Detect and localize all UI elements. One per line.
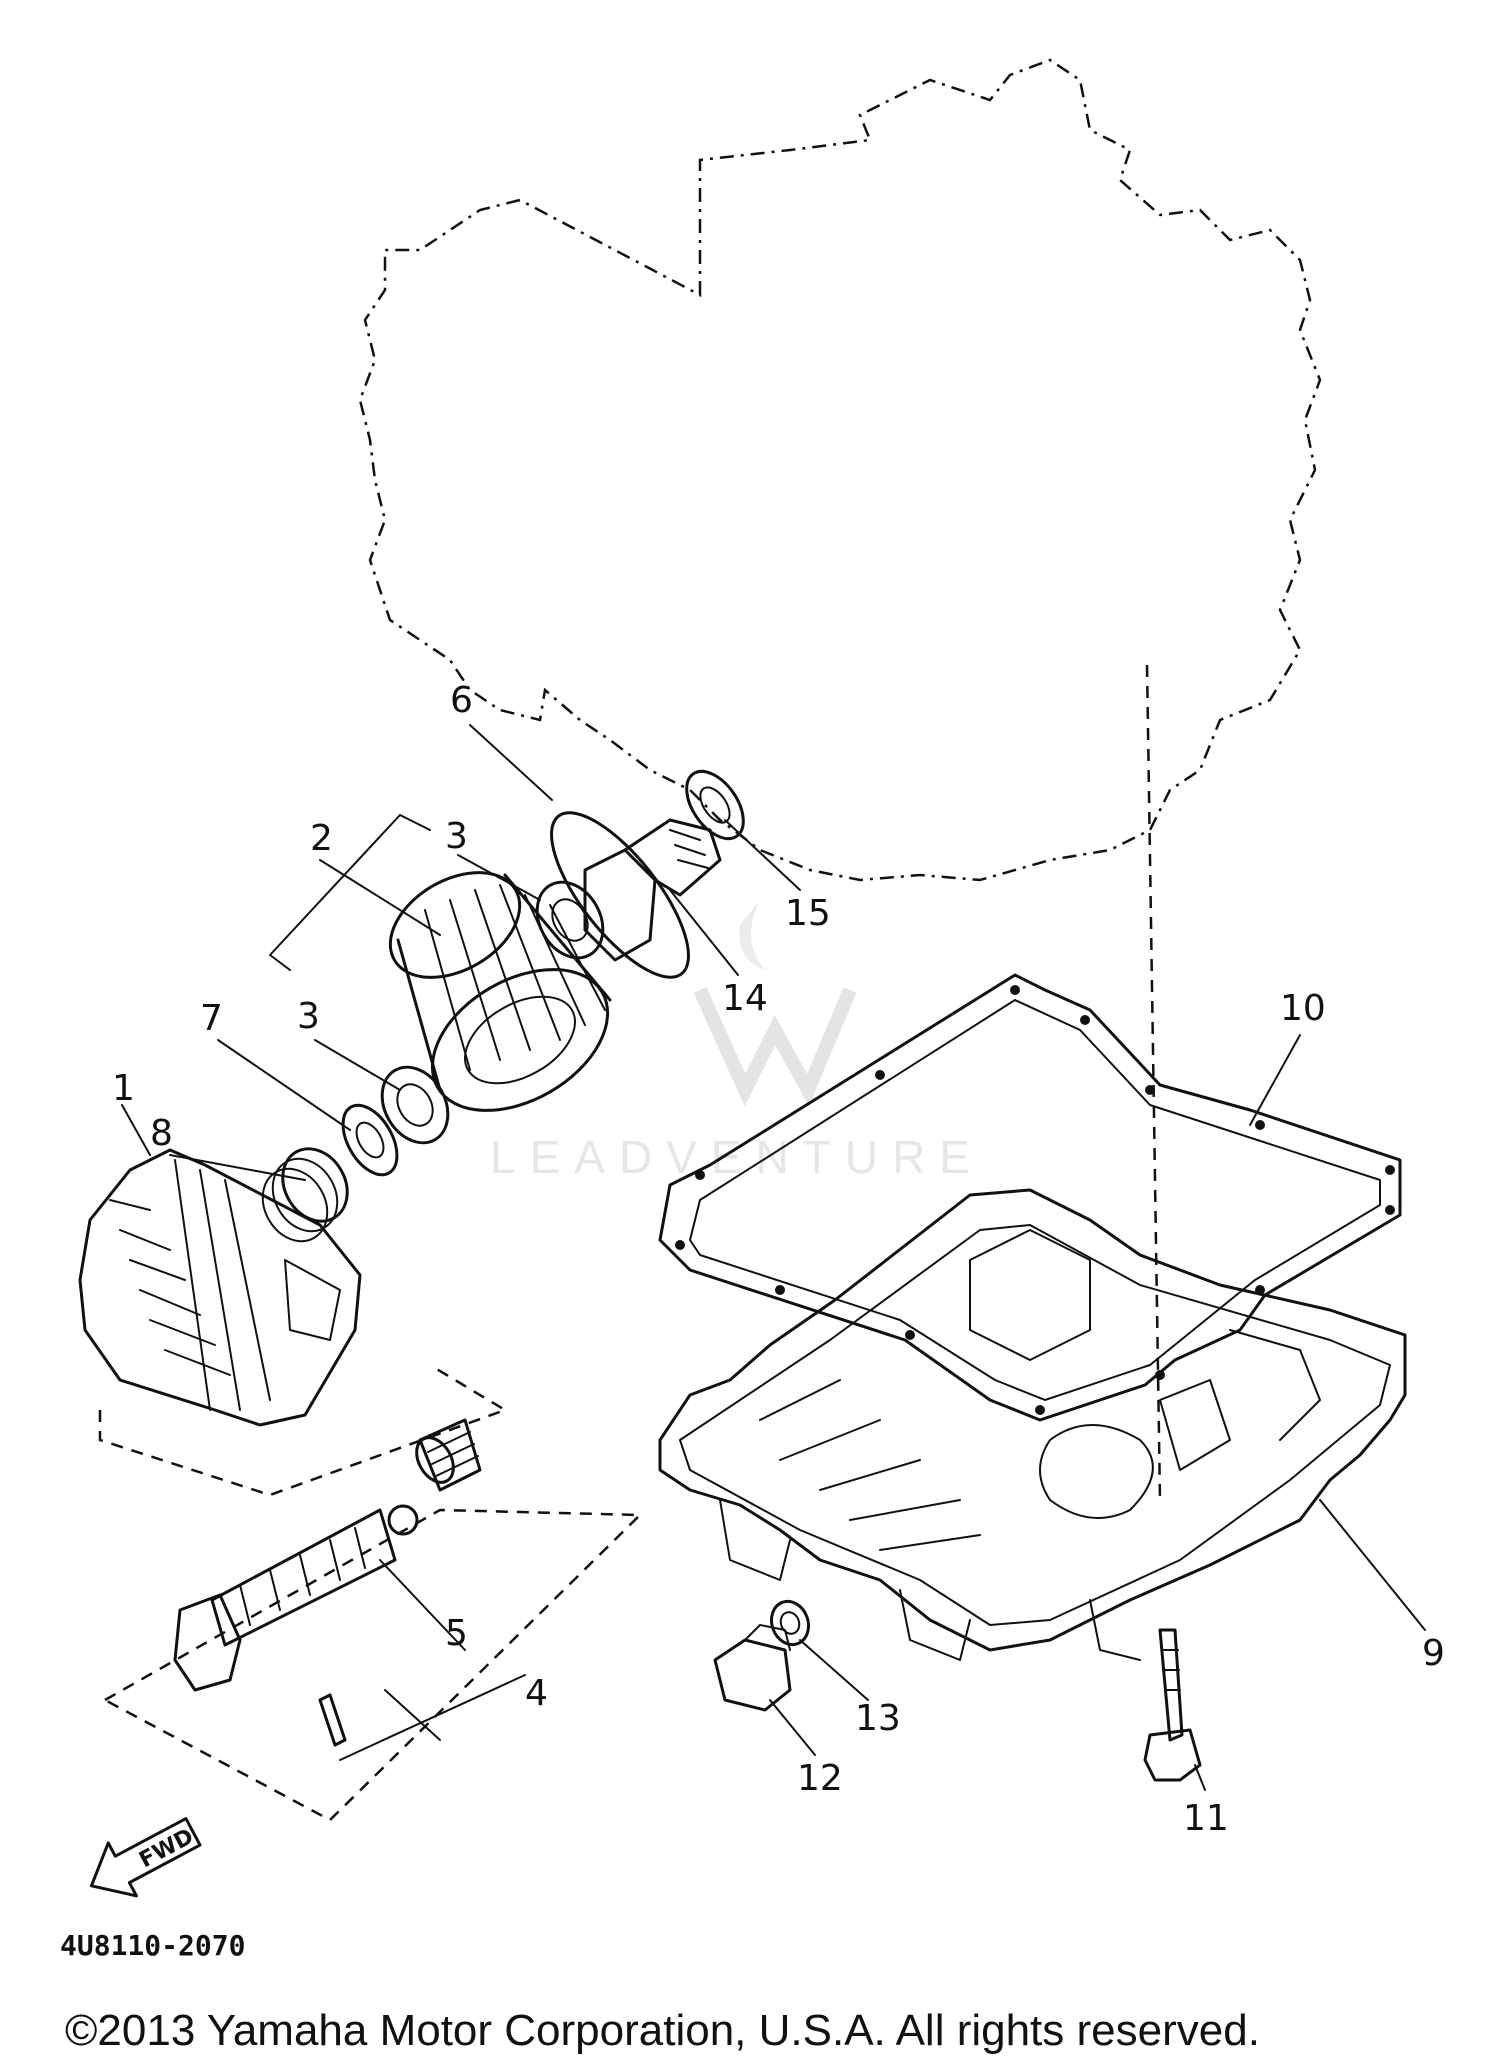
callout-10: 10 bbox=[1280, 988, 1326, 1029]
callout-labels: 1 2 3 3 4 5 6 7 8 9 10 11 12 13 14 15 bbox=[112, 680, 1445, 1839]
callout-2: 2 bbox=[310, 818, 333, 859]
o-ring bbox=[550, 811, 690, 979]
element-bracket bbox=[269, 814, 431, 971]
copyright-notice: ©2013 Yamaha Motor Corporation, U.S.A. A… bbox=[65, 2006, 1260, 2055]
oil-pan bbox=[658, 1188, 1407, 1661]
callout-6: 6 bbox=[450, 680, 473, 721]
callout-5: 5 bbox=[445, 1613, 468, 1654]
filter-assembly-box bbox=[98, 1363, 508, 1497]
seal-lower bbox=[380, 1065, 450, 1145]
callout-15: 15 bbox=[785, 893, 831, 934]
relief-valve-assembly bbox=[173, 1418, 482, 1747]
forward-label: FWD bbox=[135, 1824, 198, 1873]
watermark-text: LEADVENTURE bbox=[490, 1131, 984, 1183]
callout-3-upper: 3 bbox=[445, 816, 468, 857]
oil-pan-bolt bbox=[1143, 1628, 1202, 1782]
leader-lines bbox=[121, 724, 1426, 1791]
forward-arrow-icon: FWD bbox=[89, 1817, 202, 1898]
dowel-centre-line bbox=[1145, 664, 1162, 1501]
callout-4: 4 bbox=[525, 1673, 548, 1714]
union-bolt bbox=[583, 818, 722, 962]
oil-filter bbox=[78, 1148, 362, 1427]
watermark-logo: LEADVENTURE bbox=[490, 900, 984, 1183]
diagram-code: 4U8110-2070 bbox=[60, 1929, 245, 1962]
callout-14: 14 bbox=[722, 978, 768, 1019]
callout-11: 11 bbox=[1183, 1798, 1229, 1839]
callout-9: 9 bbox=[1422, 1633, 1445, 1674]
relief-valve-box bbox=[102, 1508, 643, 1822]
callout-13: 13 bbox=[855, 1698, 901, 1739]
callout-12: 12 bbox=[797, 1758, 843, 1799]
filter-element bbox=[388, 871, 612, 1112]
seal-upper bbox=[535, 880, 605, 960]
callout-8: 8 bbox=[150, 1113, 173, 1154]
spring bbox=[261, 1147, 349, 1243]
callout-1: 1 bbox=[112, 1068, 135, 1109]
callout-7: 7 bbox=[200, 998, 223, 1039]
washer bbox=[341, 1103, 399, 1177]
callout-3-lower: 3 bbox=[297, 996, 320, 1037]
drain-gasket bbox=[769, 1599, 811, 1647]
